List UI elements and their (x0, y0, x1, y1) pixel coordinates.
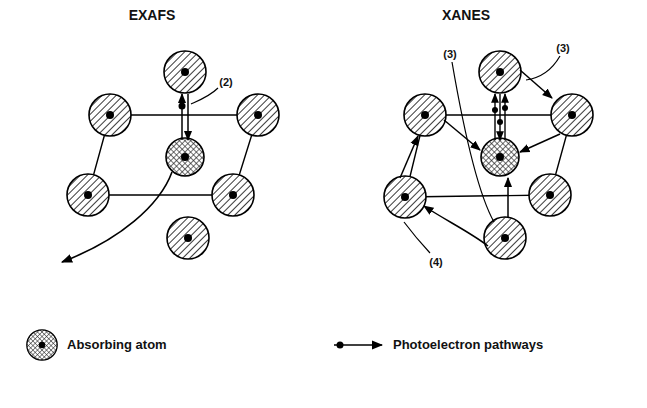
panel-title: EXAFS (128, 8, 177, 23)
xanes-panel (384, 51, 593, 259)
panel-title: XANES (441, 8, 491, 23)
callout-number: (4) (428, 256, 443, 268)
legend-text: Photoelectron pathways (392, 338, 544, 352)
callout-number: (3) (442, 48, 457, 60)
legend-text: Absorbing atom (66, 338, 168, 352)
callout-number: (3) (555, 42, 570, 54)
exafs-panel (62, 51, 279, 262)
legend-samples (27, 330, 382, 360)
callout-number: (2) (218, 76, 233, 88)
